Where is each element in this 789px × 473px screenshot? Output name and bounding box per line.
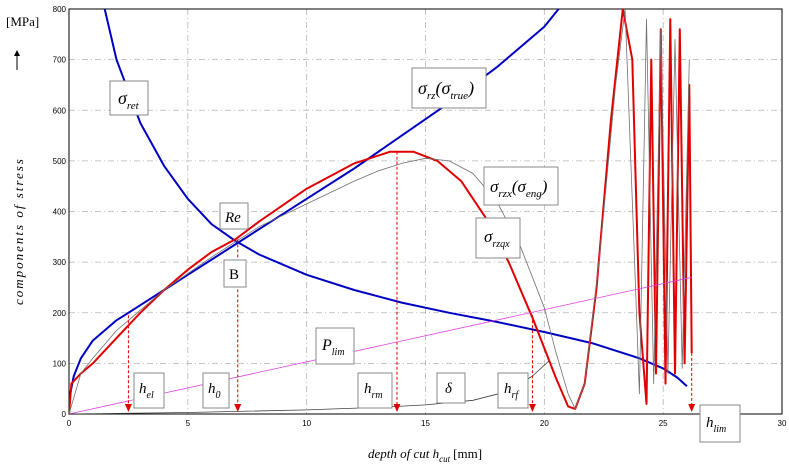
label-h-lim: hlim: [699, 404, 741, 443]
x-tick-label: 5: [186, 419, 191, 428]
label-p-lim: Plim: [315, 327, 355, 365]
y-tick-label: 700: [53, 56, 67, 65]
y-tick-label: 100: [53, 359, 67, 368]
svg-text:hlim: hlim: [706, 415, 726, 435]
svg-text:σret: σret: [118, 88, 140, 112]
marker-arrowhead-4: [688, 404, 696, 412]
series-line-3: [69, 9, 690, 414]
x-tick-label: 20: [540, 419, 549, 428]
svg-text:Re: Re: [224, 210, 241, 226]
label-sigma-rz-true: σrz(σtrue): [411, 67, 487, 109]
svg-text:hrf: hrf: [504, 381, 519, 401]
x-tick-label: 0: [67, 419, 72, 428]
series-line-2: [69, 9, 693, 414]
y-tick-label: 400: [53, 208, 67, 217]
x-tick-label: 10: [302, 419, 311, 428]
label-sigma-rzx-eng: σrzx(σeng): [483, 166, 559, 206]
y-unit-label: [MPa]: [6, 14, 39, 29]
label-sigma-rzqx: σrzqx: [475, 217, 521, 259]
x-axis-label: depth of cut hcut[mm]: [368, 446, 482, 464]
label-h-el: hel: [133, 372, 165, 409]
x-tick-label: 25: [659, 419, 668, 428]
svg-text:σrzx(σeng): σrzx(σeng): [490, 177, 548, 200]
marker-arrowhead-3: [528, 404, 536, 412]
y-axis-label: components of stress: [11, 157, 26, 305]
y-tick-label: 0: [62, 410, 67, 419]
svg-text:Plim: Plim: [321, 337, 345, 358]
x-tick-label: 30: [778, 419, 787, 428]
label-sigma-ret: σret: [109, 80, 149, 116]
svg-text:σrz(σtrue): σrz(σtrue): [418, 78, 474, 102]
y-tick-label: 300: [53, 258, 67, 267]
svg-text:σrzqx: σrzqx: [484, 227, 510, 250]
plot-frame: [68, 8, 783, 415]
y-tick-label: 600: [53, 106, 67, 115]
label-delta: δ: [436, 372, 466, 404]
y-tick-label: 500: [53, 157, 67, 166]
marker-arrowhead-2: [393, 404, 401, 412]
label-re: Re: [219, 202, 249, 230]
x-tick-label: 15: [421, 419, 430, 428]
y-up-arrow: [14, 50, 20, 70]
label-h-0: h0: [202, 372, 230, 409]
svg-text:δ: δ: [445, 381, 453, 397]
marker-arrowhead-0: [124, 404, 132, 412]
marker-arrowhead-1: [234, 404, 242, 412]
series-lines: [69, 9, 693, 414]
svg-text:hrm: hrm: [364, 381, 383, 401]
svg-text:hel: hel: [139, 381, 154, 401]
y-tick-label: 200: [53, 309, 67, 318]
series-line-4: [69, 276, 692, 414]
series-line-0: [103, 9, 688, 387]
svg-text:h0: h0: [208, 381, 221, 401]
label-h-rf: hrf: [497, 372, 529, 409]
label-b: B: [223, 259, 247, 288]
label-h-rm: hrm: [357, 372, 393, 409]
svg-text:B: B: [229, 267, 239, 283]
y-tick-label: 800: [53, 5, 67, 14]
